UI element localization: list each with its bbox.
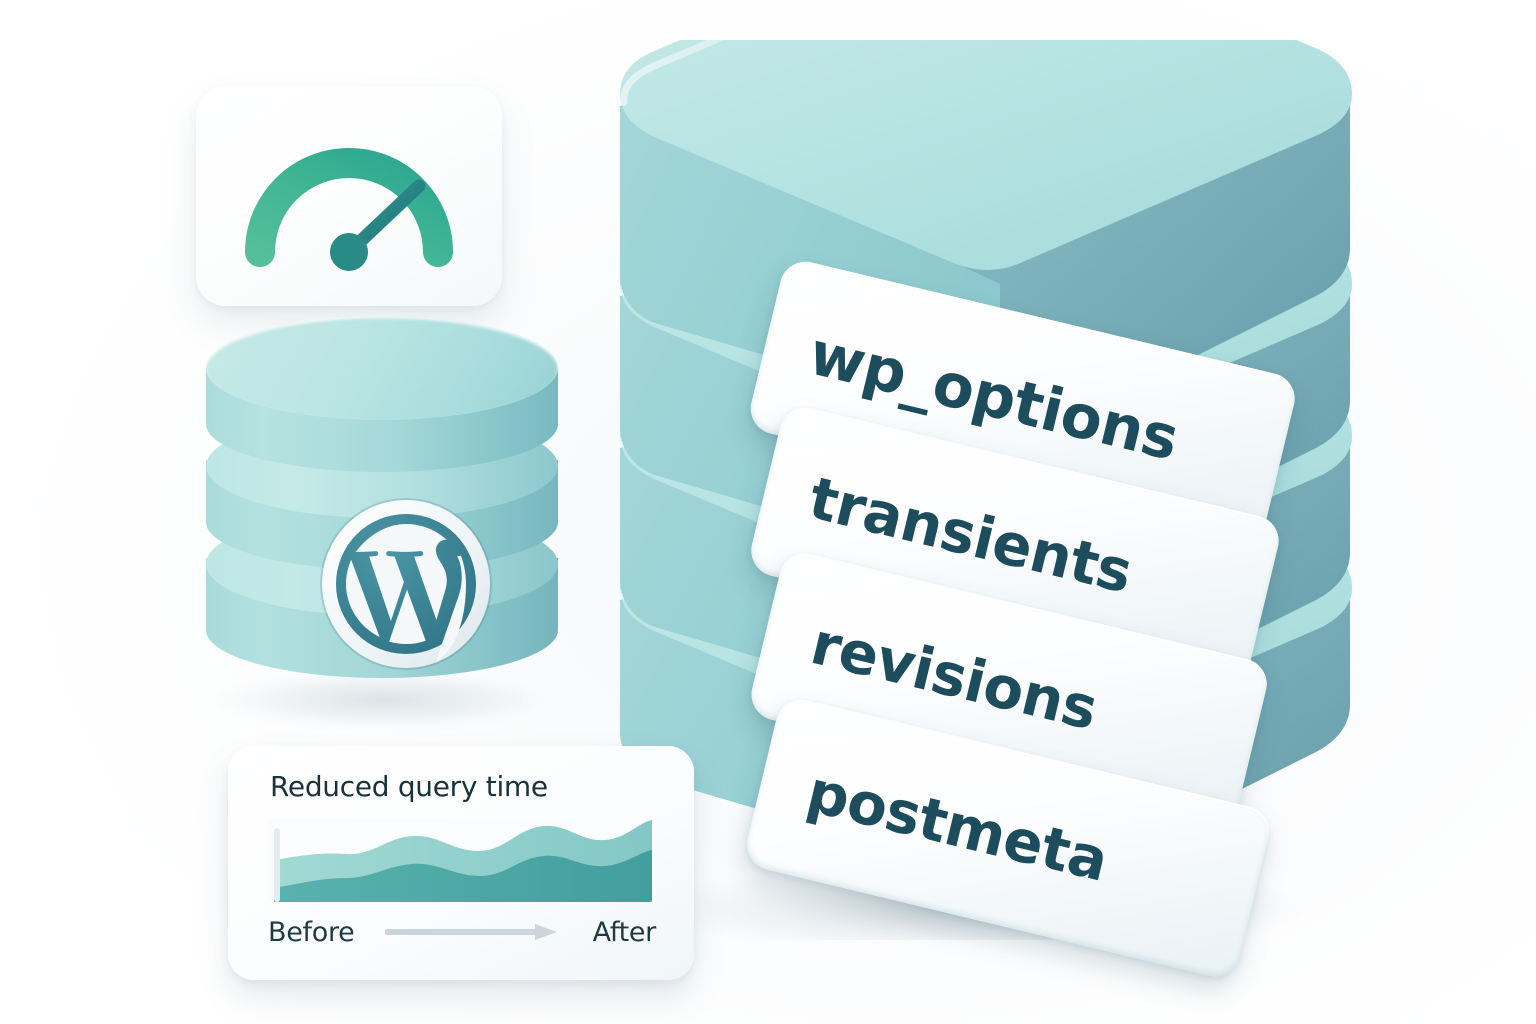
table-label-postmeta: postmeta xyxy=(800,757,1115,895)
before-label: Before xyxy=(268,916,355,948)
before-after-row: Before After xyxy=(268,912,656,952)
after-label: After xyxy=(592,916,657,948)
right-arrow-icon xyxy=(384,924,557,940)
cylinder-top-face xyxy=(206,316,558,420)
metric-card-title: Reduced query time xyxy=(270,770,548,803)
cylinder-shadow xyxy=(208,670,558,730)
reduced-query-time-card: Reduced query time xyxy=(228,746,694,980)
wordpress-logo-icon xyxy=(320,498,492,670)
query-time-area-chart xyxy=(268,818,656,902)
speed-gauge-card xyxy=(196,86,502,306)
speedometer-gauge-icon xyxy=(245,148,453,271)
